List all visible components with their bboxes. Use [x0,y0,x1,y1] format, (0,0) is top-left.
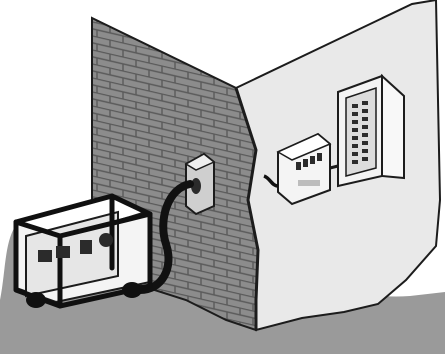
generator-outlet [80,240,92,254]
generator-twist-lock-outlet [99,233,113,247]
breaker-panel [338,76,404,186]
conduit [330,166,338,168]
transfer-switch-label [298,180,320,186]
portable-generator [16,196,150,308]
generator-wheel [122,282,142,298]
generator-wheel [26,292,46,308]
generator-outlet [56,246,70,258]
generator-outlet [38,250,52,262]
